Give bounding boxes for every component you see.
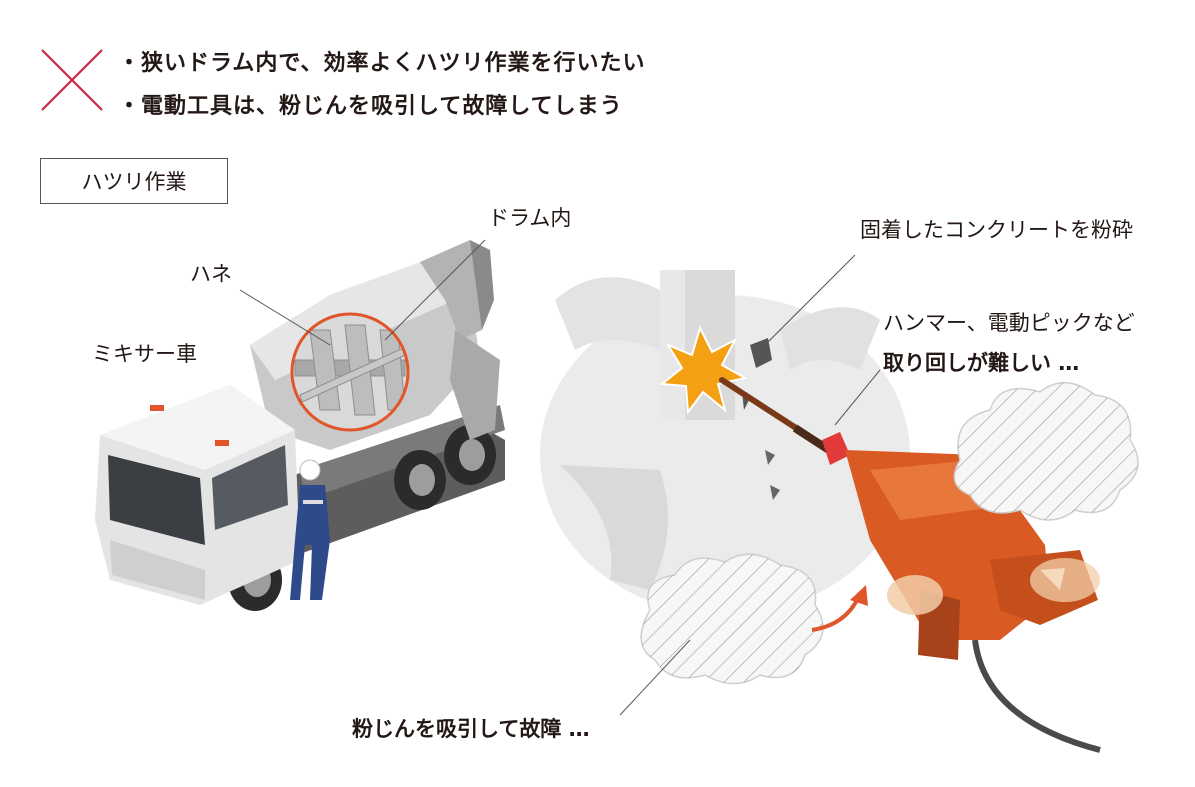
label-drum-inside: ドラム内 [488,206,572,230]
truck-wheel-rear-1 [444,425,496,485]
label-mixer-truck: ミキサー車 [92,342,197,366]
label-crush-concrete: 固着したコンクリートを粉砕 [860,218,1133,242]
blade-leader-line [239,289,331,346]
drum-leader-line [384,239,486,341]
x-mark-icon [41,49,103,111]
label-hard-to-handle: 取り回しが難しい … [883,351,1080,375]
dust-cloud-upper [953,381,1139,521]
worker-figure [290,459,330,600]
tools-leader-line [834,369,881,426]
drum-interior-callout [290,312,410,432]
dust-leader-line [619,639,691,716]
truck-wheel-rear-2 [394,450,446,510]
impact-burst-icon [659,325,748,415]
label-blade: ハネ [190,262,232,286]
issue-bullet-1: ・狭いドラム内で、効率よくハツリ作業を行いたい [118,51,646,76]
crush-leader-line [759,254,856,351]
label-tools: ハンマー、電動ピックなど [883,311,1135,335]
issue-bullet-2: ・電動工具は、粉じんを吸引して故障してしまう [118,94,623,119]
section-tag: ハツリ作業 [40,158,228,204]
truck-cab [95,385,300,605]
curved-arrow-icon [811,597,860,632]
mixer-truck-illustration [95,239,505,611]
drum-closeup-illustration [540,270,910,615]
label-dust-failure: 粉じんを吸引して故障 … [352,717,590,741]
dust-cloud-lower [640,553,824,685]
